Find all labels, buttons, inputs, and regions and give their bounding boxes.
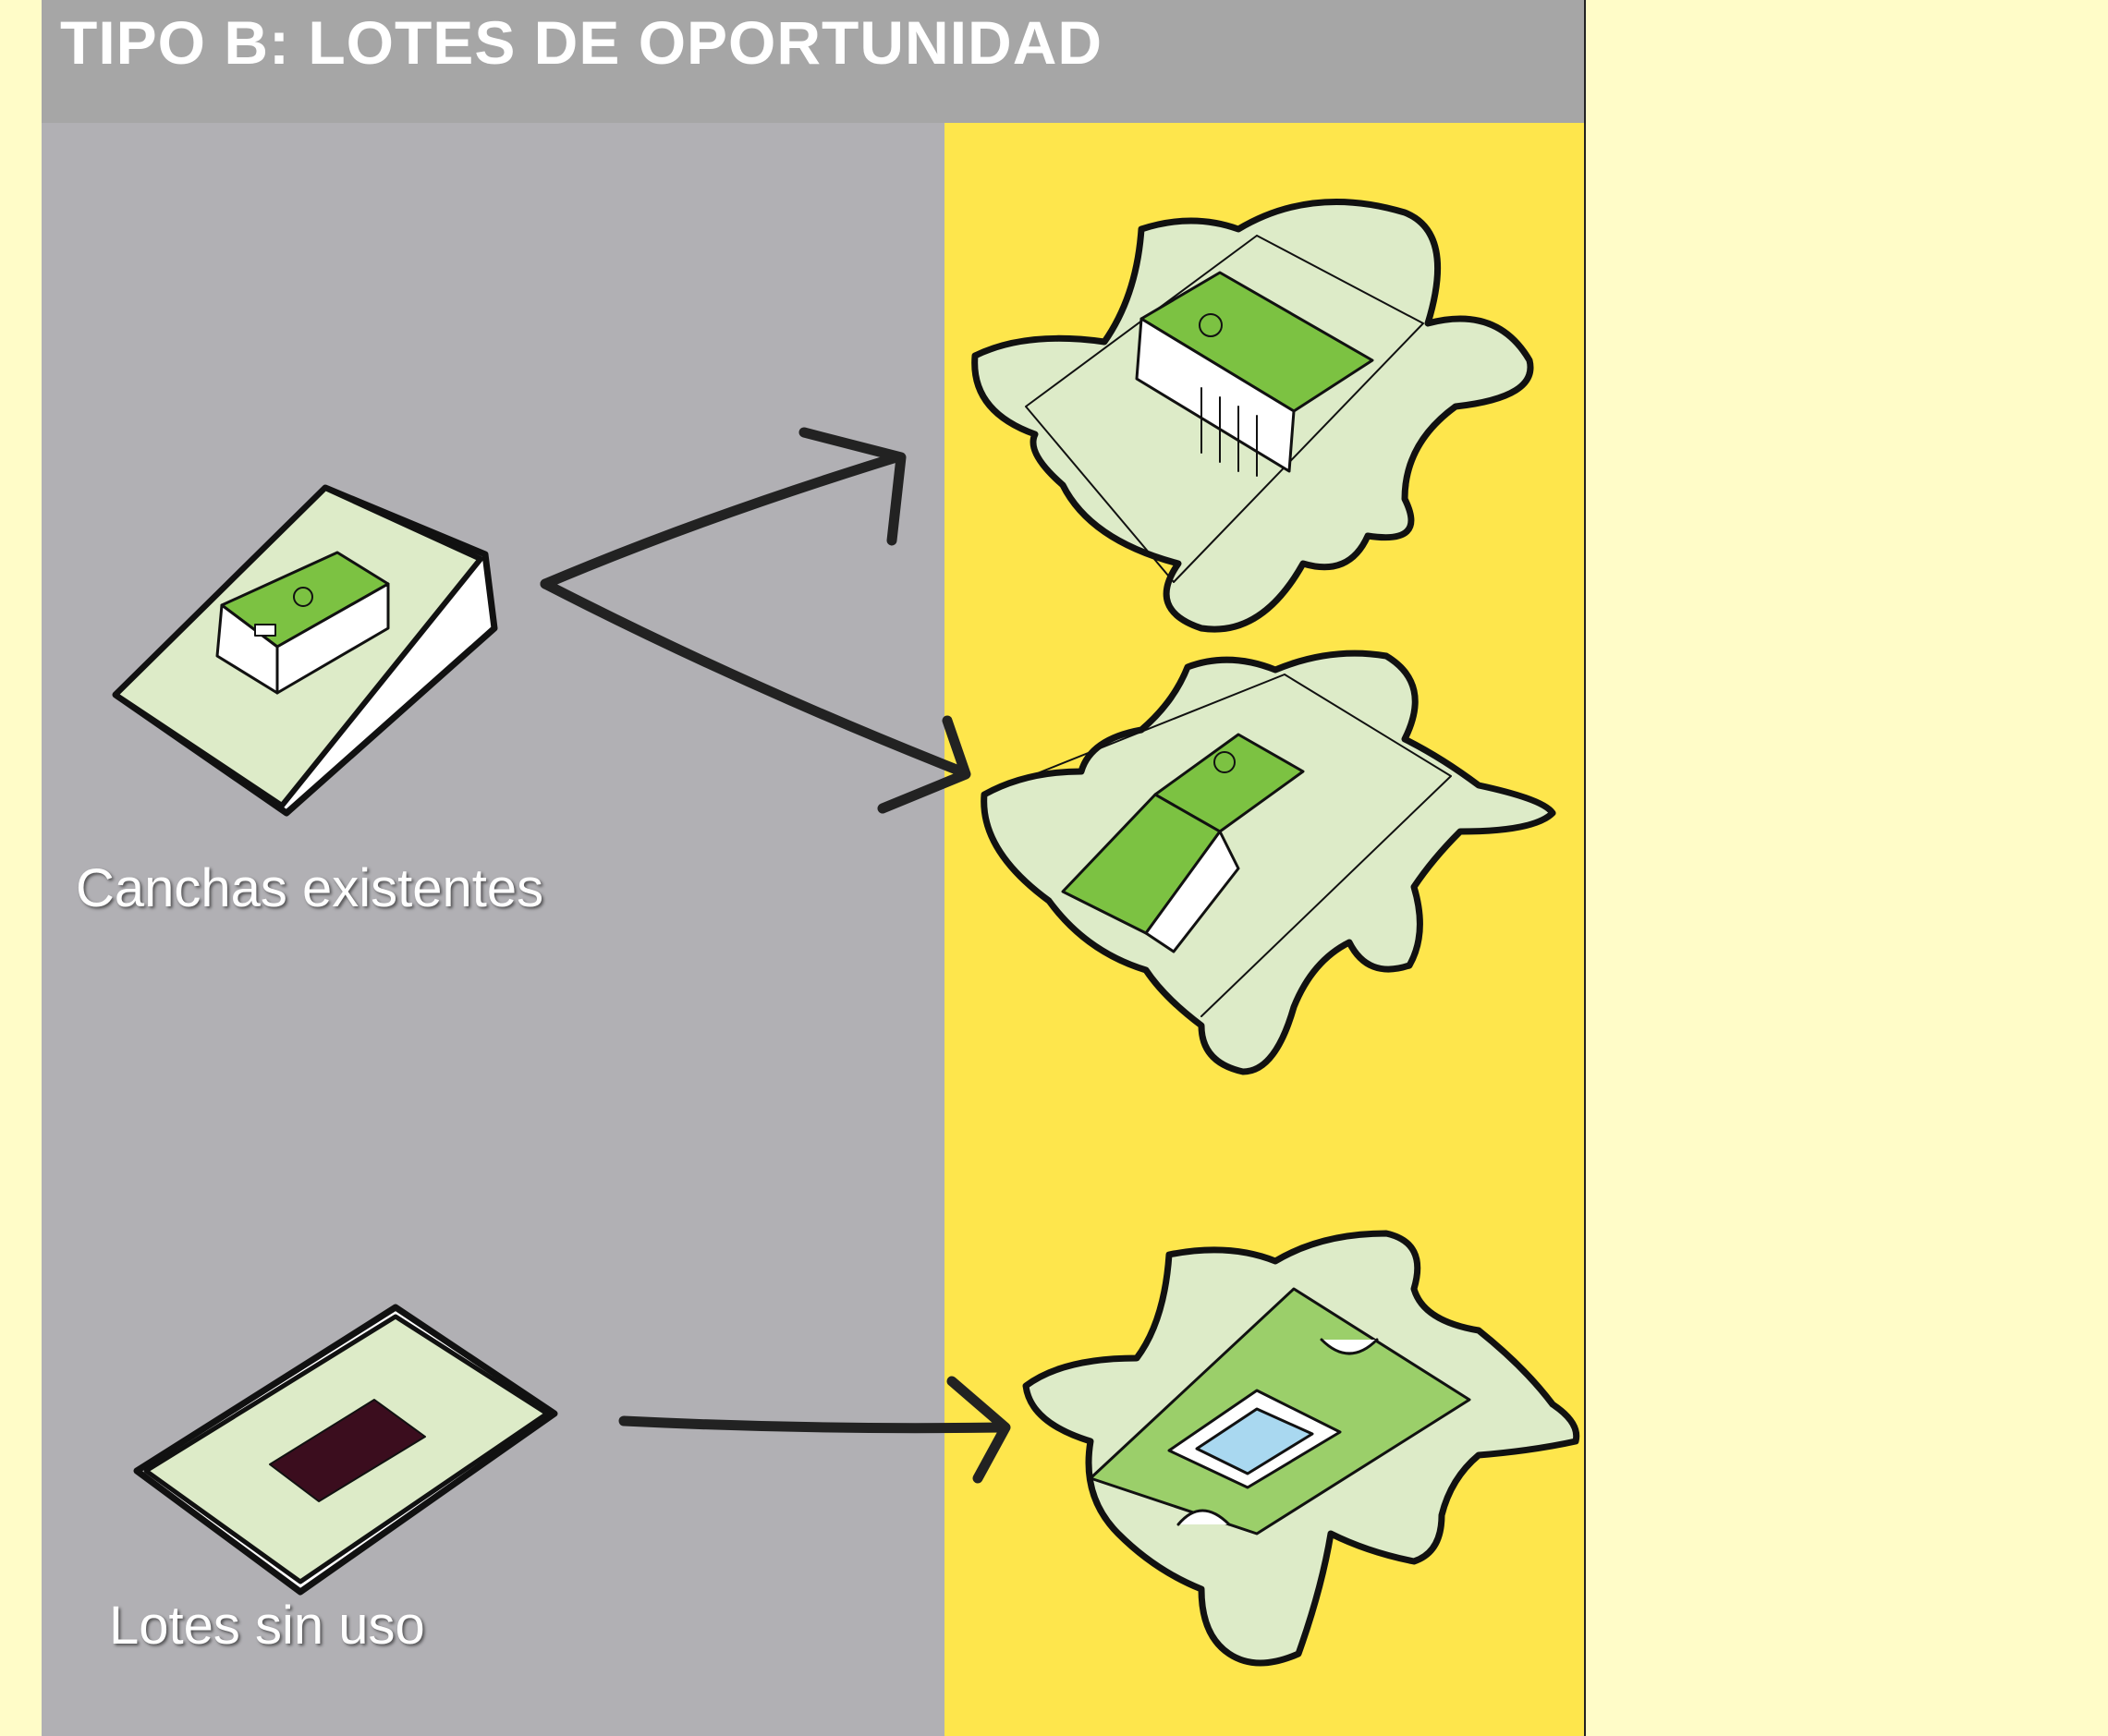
- existing-field-sketch: [112, 484, 498, 817]
- unused-lots-label: Lotes sin uso: [109, 1596, 425, 1656]
- page-title: TIPO B: LOTES DE OPORTUNIDAD: [60, 8, 1103, 77]
- header-bar: TIPO B: LOTES DE OPORTUNIDAD: [42, 0, 1584, 123]
- proposal-sports-park-sketch: [971, 199, 1534, 633]
- unused-lot-sketch: [133, 1304, 558, 1596]
- proposal-buried-field-sketch: [981, 649, 1556, 1075]
- arrow-icon: [540, 427, 1011, 1484]
- existing-fields-label: Canchas existentes: [76, 858, 544, 918]
- panel-divider: [1584, 0, 1586, 1736]
- proposal-pool-sketch: [1022, 1230, 1580, 1667]
